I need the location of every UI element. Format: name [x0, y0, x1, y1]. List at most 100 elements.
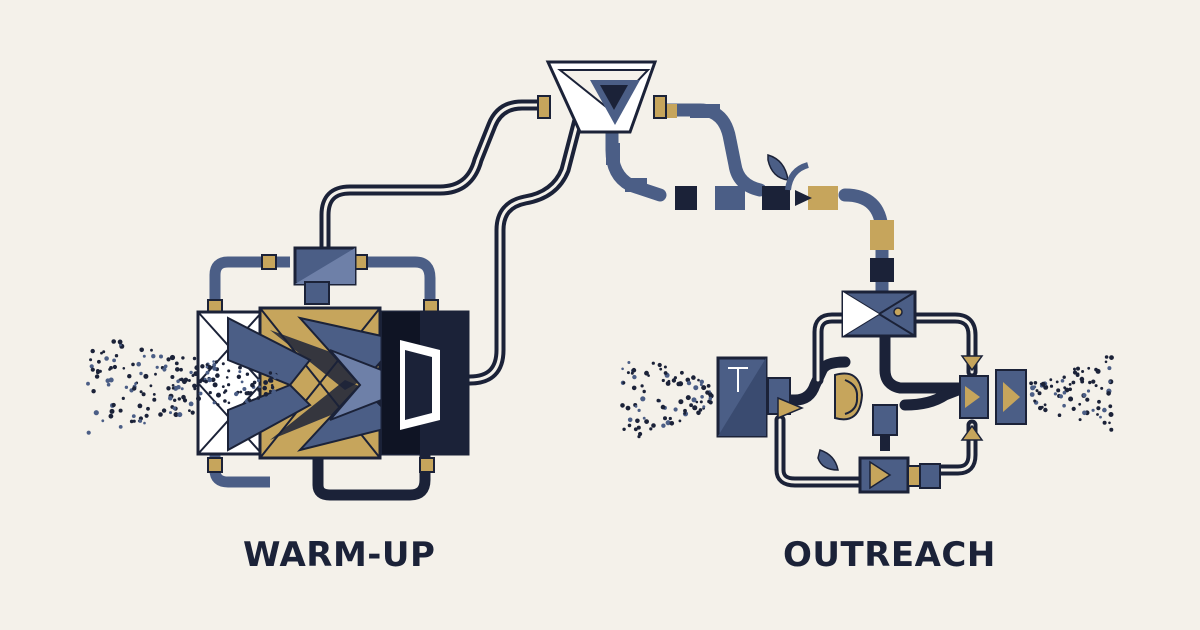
particle-dot [651, 423, 656, 428]
particle-dot [118, 408, 123, 413]
particle-dot [196, 396, 201, 402]
particle-dot [270, 385, 275, 390]
particle-dot [1035, 389, 1039, 393]
particle-dot [210, 377, 216, 383]
particle-dot [661, 378, 665, 383]
particle-dot [671, 378, 677, 383]
particle-dot [252, 380, 257, 385]
particle-dot [273, 376, 277, 380]
particle-dot [163, 364, 168, 369]
particle-dot [1076, 366, 1080, 371]
particle-dot [699, 400, 703, 404]
particle-dot [1072, 370, 1078, 375]
particle-dot [697, 378, 700, 382]
particle-dot [198, 391, 203, 396]
particle-dot [649, 427, 653, 431]
particle-dot [1049, 384, 1054, 388]
particle-dot [702, 405, 706, 409]
particle-dot [138, 419, 143, 423]
particle-dot [1087, 366, 1091, 370]
particle-dot [177, 412, 183, 418]
particle-dot [691, 375, 696, 380]
particle-dot [1068, 396, 1074, 402]
particle-dot [212, 401, 216, 405]
center-junction-icon [872, 404, 898, 451]
particle-dot [622, 427, 626, 431]
particle-dot [121, 396, 125, 400]
particle-dot [1062, 375, 1066, 379]
particle-dot [627, 417, 633, 423]
particle-dot [205, 365, 209, 369]
particle-dot [268, 371, 273, 375]
particle-dot [706, 384, 711, 388]
particle-dot [136, 361, 141, 367]
particle-dot [143, 421, 146, 425]
particle-dot [1108, 412, 1114, 417]
particle-dot [644, 419, 649, 424]
particle-dot [640, 384, 644, 388]
particle-dot [1108, 380, 1112, 383]
particle-dot [693, 385, 699, 391]
particle-dot [139, 347, 144, 353]
particle-dot [691, 397, 697, 403]
particle-dot [131, 414, 136, 418]
particle-dot [1062, 390, 1067, 395]
particle-dot [663, 371, 668, 375]
particle-dot [262, 385, 268, 391]
particle-dot [1056, 388, 1061, 393]
particle-dot [189, 370, 193, 375]
particle-dot [656, 398, 661, 403]
particle-dot [227, 383, 231, 387]
particle-dot [1057, 413, 1062, 418]
particle-dot [1096, 413, 1099, 416]
particle-dot [1082, 410, 1087, 416]
particle-dot [680, 370, 684, 375]
particle-dot [199, 380, 202, 384]
particle-dot [631, 385, 637, 391]
particle-dot [1094, 384, 1098, 388]
particle-dot [1106, 391, 1111, 396]
particle-dot [171, 386, 175, 390]
particle-dot [699, 383, 703, 386]
particle-dot [161, 408, 167, 413]
particle-dot [173, 398, 177, 402]
particle-dot [692, 406, 695, 410]
particle-dot [187, 379, 191, 382]
particle-dot [173, 412, 179, 418]
particle-dot [1060, 379, 1065, 383]
particle-dot [169, 411, 172, 415]
particle-dot [1104, 355, 1109, 359]
particle-dot [673, 376, 678, 380]
particle-dot [663, 416, 667, 421]
particle-spray-icon [620, 361, 714, 439]
particle-dot [119, 343, 122, 347]
particle-dot [208, 391, 212, 395]
particle-dot [137, 403, 143, 409]
particle-dot [96, 369, 100, 373]
particle-dot [117, 339, 123, 345]
particle-dot [132, 419, 136, 423]
particle-dot [1109, 355, 1114, 360]
particle-dot [708, 396, 713, 401]
particle-dot [1104, 360, 1108, 364]
particle-dot [180, 387, 184, 391]
particle-dot [631, 367, 637, 373]
particle-dot [1088, 380, 1092, 385]
particle-dot [625, 405, 631, 411]
particle-dot [1043, 403, 1047, 407]
particle-dot [236, 374, 242, 379]
particle-dot [205, 363, 209, 367]
particle-dot [1100, 386, 1104, 390]
particle-dot [705, 390, 710, 395]
top-valve-icon [841, 290, 984, 372]
particle-dot [1053, 392, 1057, 396]
particle-dot [1108, 404, 1113, 409]
particle-dot [162, 367, 167, 372]
particle-dot [221, 385, 225, 388]
particle-dot [1049, 378, 1053, 382]
particle-dot [154, 372, 157, 376]
particle-dot [1038, 405, 1043, 411]
particle-dot [204, 379, 209, 384]
particle-dot [212, 363, 217, 367]
particle-dot [216, 392, 221, 398]
